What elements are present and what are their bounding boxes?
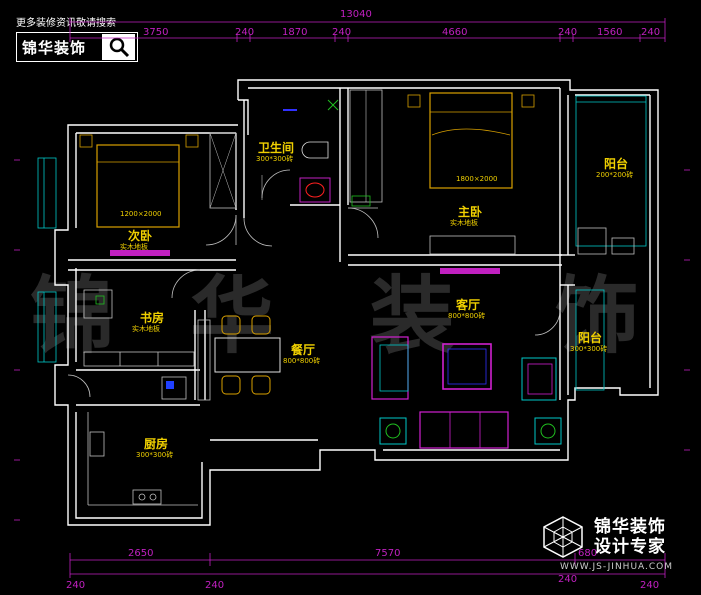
watermark-char-3: 装 — [370, 266, 454, 365]
study-furniture — [83, 289, 195, 367]
second-bed-size: 1200×2000 — [120, 210, 162, 218]
room-balcony-top-floor: 200*200砖 — [596, 170, 633, 179]
room-balcony-mid-name: 阳台 — [578, 330, 602, 345]
room-kitchen-floor: 300*300砖 — [136, 450, 173, 459]
walls — [54, 79, 659, 526]
room-labels: 次卧 实木地板 卫生间 300*300砖 主卧 实木地板 阳台 200*200砖… — [120, 140, 633, 459]
room-bathroom-name: 卫生间 — [258, 140, 294, 155]
bathroom-fixtures — [261, 99, 339, 203]
side-ticks — [14, 159, 690, 521]
dim-bottom-wall-4: 240 — [640, 580, 659, 591]
watermark-char-1: 锦 — [30, 266, 114, 365]
master-bed-size: 1800×2000 — [456, 175, 498, 183]
windows — [37, 95, 647, 391]
dim-bottom-3: 680 — [578, 548, 597, 559]
dim-top-3: 1870 — [282, 27, 307, 38]
room-master-bedroom-name: 主卧 — [458, 204, 482, 219]
room-living-floor: 800*800砖 — [448, 311, 485, 320]
room-balcony-top-name: 阳台 — [604, 156, 628, 171]
dim-top-5: 4660 — [442, 27, 467, 38]
cube-logo-icon — [543, 516, 583, 558]
door-swings — [67, 169, 561, 398]
dim-bottom-2: 7570 — [375, 548, 400, 559]
bottom-dimensions — [69, 553, 666, 578]
dim-top-8: 240 — [641, 27, 660, 38]
room-living-name: 客厅 — [455, 297, 480, 312]
dim-bottom-wall-1: 240 — [66, 580, 85, 591]
watermark: 锦 华 装 饰 — [30, 266, 639, 365]
brand-tagline: 设计专家 — [594, 537, 666, 557]
header-notice: 更多装修资讯敬请搜索 — [16, 18, 116, 29]
brand-name: 锦华装饰 — [594, 517, 666, 537]
dim-bottom-wall-3: 240 — [558, 574, 577, 585]
watermark-char-4: 饰 — [555, 266, 639, 365]
dim-top-total: 13040 — [340, 9, 372, 20]
master-bedroom-furniture: 1800×2000 — [349, 89, 535, 274]
room-second-bedroom-name: 次卧 — [128, 228, 152, 243]
balcony-fixtures — [577, 227, 635, 255]
room-master-bedroom-floor: 实木地板 — [450, 218, 478, 227]
dim-bottom-1: 2650 — [128, 548, 153, 559]
living-furniture — [371, 336, 562, 449]
room-second-bedroom-floor: 实木地板 — [120, 242, 148, 251]
dim-top-4: 240 — [332, 27, 351, 38]
logo-box[interactable]: 锦华装饰 — [16, 32, 138, 62]
dining-furniture — [161, 315, 281, 401]
kitchen-fixtures — [87, 412, 198, 506]
room-dining-name: 餐厅 — [291, 342, 315, 357]
brand-website: WWW.JS-JINHUA.COM — [560, 562, 674, 572]
room-kitchen-name: 厨房 — [144, 436, 168, 451]
second-bedroom-furniture: 1200×2000 — [79, 132, 237, 256]
dim-top-1: 3750 — [143, 27, 168, 38]
logo-text: 锦华装饰 — [22, 38, 87, 57]
top-dimensions — [69, 18, 666, 42]
room-study-floor: 实木地板 — [132, 324, 160, 333]
dim-top-2: 240 — [235, 27, 254, 38]
room-dining-floor: 800*800砖 — [283, 356, 320, 365]
room-bathroom-floor: 300*300砖 — [256, 154, 293, 163]
room-study-name: 书房 — [140, 310, 164, 325]
dim-top-7: 1560 — [597, 27, 622, 38]
dim-top-6: 240 — [558, 27, 577, 38]
dim-bottom-wall-2: 240 — [205, 580, 224, 591]
room-balcony-mid-floor: 300*300砖 — [570, 344, 607, 353]
brand-block: 锦华装饰 设计专家 — [540, 514, 666, 560]
